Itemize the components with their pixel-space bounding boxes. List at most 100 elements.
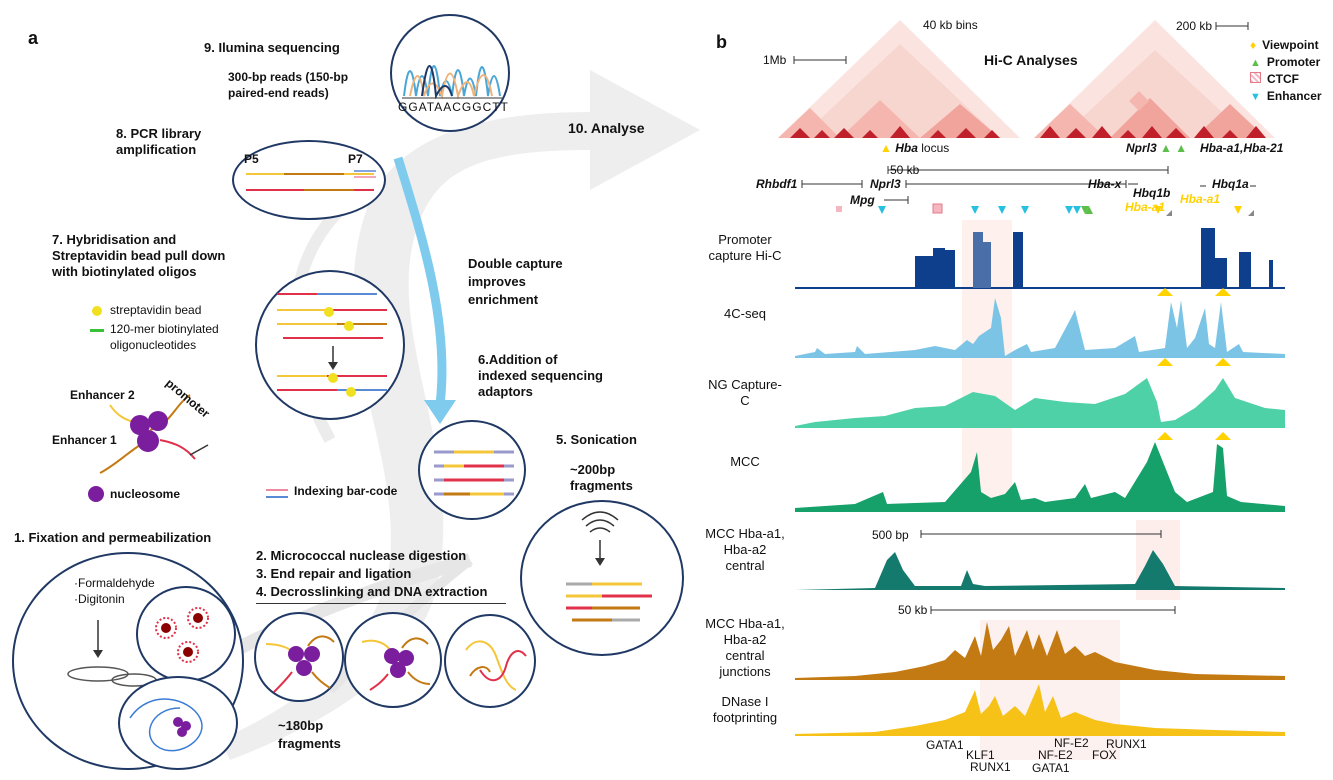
legend-bead-label: streptavidin bead xyxy=(110,303,202,317)
p7-label: P7 xyxy=(348,152,363,166)
gene-nprl3: Nprl3 xyxy=(870,177,901,191)
track-mcc-central xyxy=(795,530,1285,590)
enhancer1-label: Enhancer 1 xyxy=(52,433,117,447)
track-label-ngc: NG Capture-C xyxy=(708,377,782,408)
track-ngc xyxy=(795,358,1285,428)
adaptor-circle xyxy=(418,420,526,520)
feature-legend: ♦ Viewpoint ▲ Promoter CTCF ▼ Enhancer xyxy=(1250,36,1322,104)
enhancer-promoter-diagram xyxy=(99,394,209,474)
legend-promoter: Promoter xyxy=(1266,55,1321,69)
frag180-line2: fragments xyxy=(278,736,341,751)
viewpoint-icon: ♦ xyxy=(1250,38,1257,52)
step7-line1: 7. Hybridisation and xyxy=(52,232,177,247)
promoter-icon: ▲ xyxy=(1250,57,1261,69)
legend-oligo-line1: 120-mer biotinylated xyxy=(110,322,219,336)
step1-label: 1. Fixation and permeabilization xyxy=(14,530,212,545)
gene-track xyxy=(801,166,1256,216)
bins-label: 40 kb bins xyxy=(923,18,978,32)
track-mcc xyxy=(795,432,1285,512)
nuclei-circle xyxy=(136,586,236,682)
track-4c xyxy=(795,288,1285,358)
track-label-4c: 4C-seq xyxy=(724,306,766,321)
motif-gata1-a: GATA1 xyxy=(926,738,964,752)
step6-line3: adaptors xyxy=(478,384,533,399)
double-capture-arrow xyxy=(393,156,447,406)
step7-line2: Streptavidin bead pull down xyxy=(52,248,226,263)
nucleosome-icon xyxy=(88,486,104,502)
reads-line2: paired-end reads) xyxy=(228,86,329,100)
motif-runx1-b: RUNX1 xyxy=(1106,737,1147,751)
step8-line1: 8. PCR library xyxy=(116,126,202,141)
double-capture-line2: improves xyxy=(468,274,526,289)
sonication-circle xyxy=(520,500,684,656)
motif-gata1-b: GATA1 xyxy=(1032,761,1070,775)
digitonin-label: ·Digitonin xyxy=(74,592,125,606)
hic-title: Hi-C Analyses xyxy=(984,52,1078,68)
step10-label: 10. Analyse xyxy=(568,120,645,136)
streptavidin-bead-icon xyxy=(92,306,102,316)
scale-50kb: 50 kb xyxy=(890,163,920,177)
pulldown-circle xyxy=(255,270,405,420)
step5-label: 5. Sonication xyxy=(556,432,637,447)
nucleosome-label: nucleosome xyxy=(110,487,181,501)
step3-label: 3. End repair and ligation xyxy=(256,566,412,581)
track-promoter-capture xyxy=(795,228,1285,289)
legend-enhancer: Enhancer xyxy=(1266,89,1322,103)
motif-fox: FOX xyxy=(1092,748,1117,762)
panel-b-letter: b xyxy=(716,32,727,52)
gene-hba-a1: Hba-a1 xyxy=(1125,200,1166,214)
hic-triangles xyxy=(778,20,1275,138)
enhancer-icon: ▼ xyxy=(1250,91,1261,103)
step6-line1: 6.Addition of xyxy=(478,352,558,367)
steps-underline xyxy=(256,603,506,604)
gene-rhbdf1: Rhbdf1 xyxy=(756,177,798,191)
step9-label: 9. Ilumina sequencing xyxy=(204,40,340,55)
legend-ctcf: CTCF xyxy=(1267,72,1299,86)
legend-oligo-line2: oligonucleotides xyxy=(110,338,197,352)
step7-line3: with biotinylated oligos xyxy=(52,264,197,279)
frag200-line2: fragments xyxy=(570,478,633,493)
gene-hbq1a: Hbq1a xyxy=(1212,177,1249,191)
sequence-readout: GGATAACGGCTT xyxy=(398,100,509,114)
formaldehyde-label: ·Formaldehyde xyxy=(74,576,155,590)
motif-runx1-a: RUNX1 xyxy=(970,760,1011,774)
step2-label: 2. Micrococcal nuclease digestion xyxy=(256,548,467,563)
scale-500bp: 500 bp xyxy=(872,528,909,542)
barcode-icon xyxy=(266,489,288,498)
legend-viewpoint: Viewpoint xyxy=(1262,38,1319,52)
pcr-circle: P5 P7 xyxy=(232,140,386,220)
digestion-circle-3 xyxy=(444,614,536,708)
motif-nfe2-a: NF-E2 xyxy=(1054,736,1089,750)
motif-nfe2-b: NF-E2 xyxy=(1038,748,1073,762)
gene-mpg: Mpg xyxy=(850,193,875,207)
p5-label: P5 xyxy=(244,152,259,166)
double-capture-line1: Double capture xyxy=(468,256,563,271)
oligo-legend-icon xyxy=(90,329,104,332)
step4-label: 4. Decrosslinking and DNA extraction xyxy=(256,584,488,599)
nprl3-hic-label: Nprl3 ▲ ▲ xyxy=(1126,141,1188,155)
hba-a1-a2-label: Hba-a1,Hba-21 xyxy=(1200,141,1284,155)
digestion-circle-1 xyxy=(254,612,344,702)
track-mcc-junctions xyxy=(795,606,1285,680)
chromatin-circle xyxy=(118,676,238,770)
gene-hbq1b: Hbq1b xyxy=(1133,186,1171,200)
double-capture-line3: enrichment xyxy=(468,292,539,307)
digestion-circle-2 xyxy=(344,612,442,708)
gene-hba-a2: Hba-a1 xyxy=(1180,192,1221,206)
frag200-line1: ~200bp xyxy=(570,462,616,477)
scale-1mb: 1Mb xyxy=(763,53,787,67)
indexing-label: Indexing bar-code xyxy=(294,484,398,498)
enhancer2-label: Enhancer 2 xyxy=(70,388,135,402)
gene-hba-x: Hba-x xyxy=(1088,177,1122,191)
frag180-line1: ~180bp xyxy=(278,718,324,733)
scale-200kb: 200 kb xyxy=(1176,19,1213,33)
ctcf-icon xyxy=(1250,72,1261,83)
scale-50kb-junctions: 50 kb xyxy=(898,603,928,617)
step6-line2: indexed sequencing xyxy=(478,368,603,383)
sequencing-circle: GGATAACGGCTT xyxy=(390,14,510,132)
step8-line2: amplification xyxy=(116,142,197,157)
